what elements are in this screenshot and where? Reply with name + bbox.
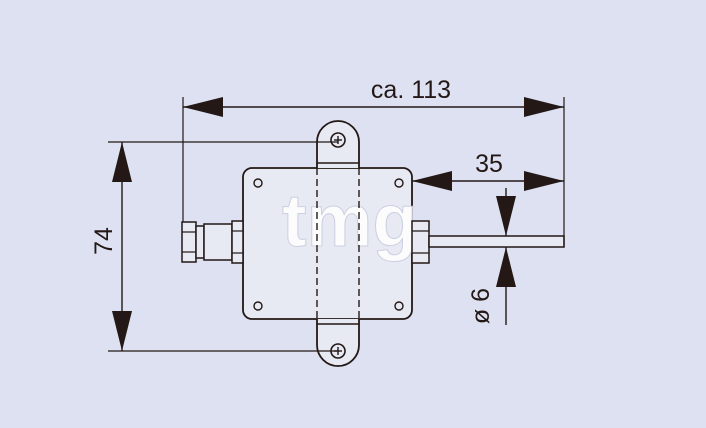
mounting-bracket — [316, 120, 360, 367]
dimension-label-probe: 35 — [475, 150, 503, 178]
dimension-label-overall: ca. 113 — [371, 76, 451, 104]
dimension-height: 74 — [90, 141, 338, 352]
dimension-probe-diameter: ø 6 — [467, 188, 516, 325]
watermark-logo: tmg — [282, 179, 419, 263]
dimension-overall-length: ca. 113 — [182, 76, 565, 247]
cable-gland-left — [181, 220, 244, 264]
dimension-label-height: 74 — [90, 227, 118, 255]
dimension-label-diameter: ø 6 — [467, 288, 495, 324]
svg-text:tmg: tmg — [282, 179, 418, 262]
probe-gland-right — [411, 220, 430, 264]
dimension-probe-length: 35 — [412, 150, 564, 191]
sensor-probe — [428, 235, 565, 248]
